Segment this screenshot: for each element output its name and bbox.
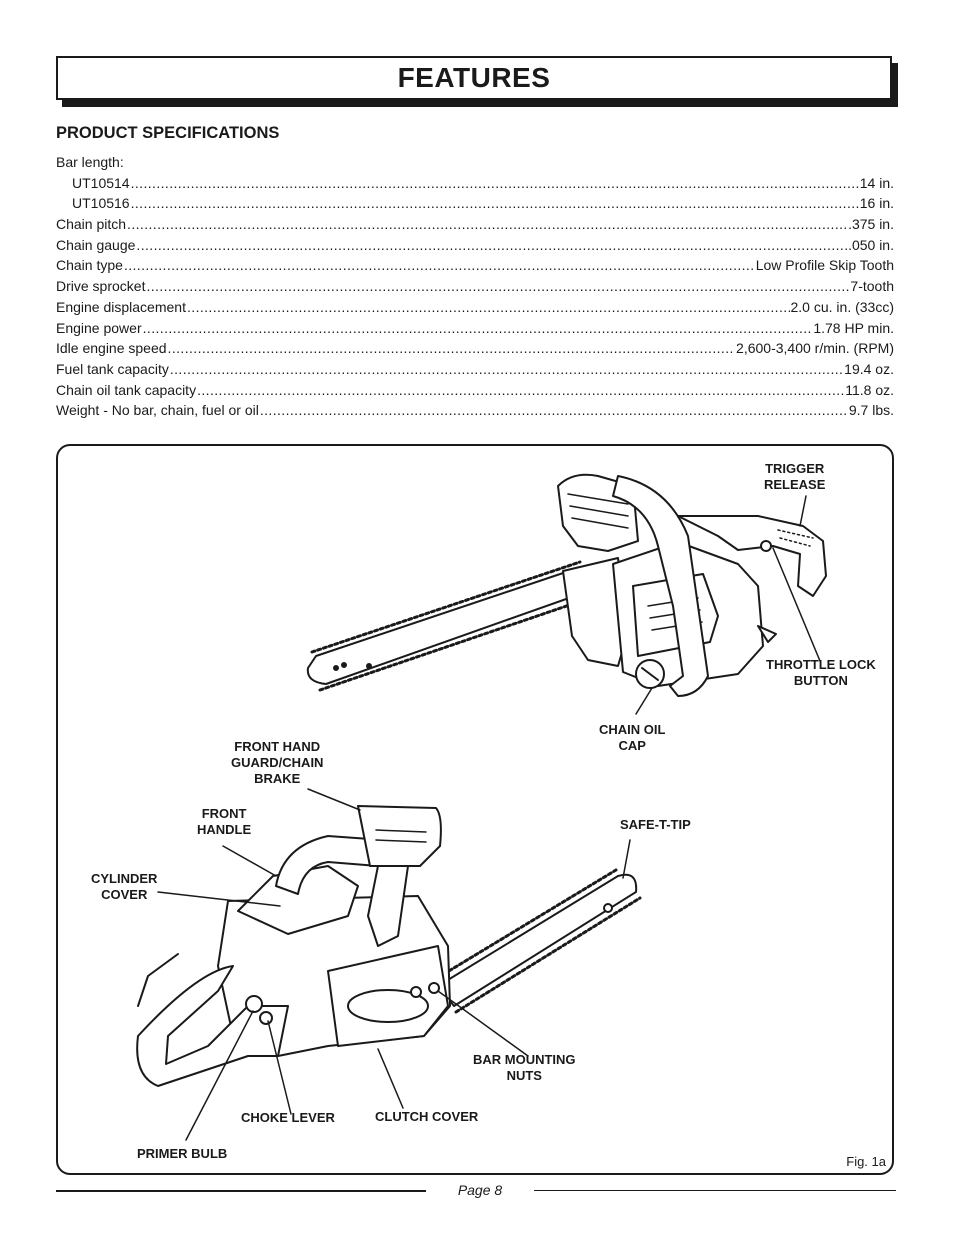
spec-label: Chain pitch — [56, 216, 127, 233]
spec-row: UT10516 16 in. — [56, 195, 894, 216]
footer-rule-left — [56, 1190, 426, 1192]
top-chainsaw-drawing — [306, 473, 827, 697]
callout-primer-bulb: PRIMER BULB — [137, 1146, 228, 1161]
callout-bar-mounting-nuts: BAR MOUNTING NUTS — [473, 1052, 576, 1083]
bottom-chainsaw-drawing — [136, 805, 642, 1087]
dot-leader — [136, 237, 847, 253]
callout-clutch-cover: CLUTCH COVER — [375, 1109, 479, 1124]
spec-value: 9.7 lbs. — [848, 402, 894, 419]
spec-row: Drive sprocket 7-tooth — [56, 278, 894, 299]
spec-value: .050 in. — [848, 236, 894, 253]
page-title: FEATURES — [397, 62, 551, 93]
spec-value: 16 in. — [859, 195, 894, 212]
spec-value: Low Profile Skip Tooth — [755, 257, 894, 274]
footer-rule-right — [534, 1190, 896, 1191]
page-number: Page 8 — [457, 1182, 503, 1198]
specs-list: Bar length: UT10514 14 in. UT10516 16 in. Ch… — [56, 154, 894, 423]
spec-row: UT10514 14 in. — [56, 175, 894, 196]
spec-value: 2,600-3,400 r/min. (RPM) — [736, 340, 894, 357]
callout-safe-t-tip: SAFE-T-TIP — [620, 817, 691, 832]
spec-row: Weight - No bar, chain, fuel or oil 9.7 l… — [56, 402, 894, 423]
spec-label: Chain gauge — [56, 236, 136, 253]
callout-chain-oil-cap: CHAIN OIL CAP — [599, 722, 666, 753]
spec-label: Engine power — [56, 319, 142, 336]
spec-value: 14 in. — [859, 174, 894, 191]
figure-caption: Fig. 1a — [846, 1154, 886, 1169]
dot-leader — [260, 402, 848, 418]
chainsaw-illustration — [136, 473, 827, 1141]
features-figure: TRIGGER RELEASE THROTTLE LOCK BUTTON CHA… — [56, 444, 894, 1175]
dot-leader — [197, 382, 844, 398]
callout-throttle-lock-button: THROTTLE LOCK BUTTON — [766, 657, 876, 688]
spec-value: 11.8 oz. — [845, 381, 894, 398]
spec-label: Drive sprocket — [56, 278, 146, 295]
spec-row: Chain gauge .050 in. — [56, 237, 894, 258]
dot-leader — [168, 340, 736, 356]
spec-label: Engine displacement — [56, 298, 186, 315]
spec-row-bar-length: Bar length: — [56, 154, 894, 175]
spec-label: Fuel tank capacity — [56, 360, 169, 377]
spec-label: UT10514 — [72, 174, 130, 191]
spec-value: 19.4 oz. — [844, 360, 894, 377]
leader-lines — [157, 495, 821, 1141]
spec-value: 1.78 HP min. — [813, 319, 894, 336]
spec-row: Idle engine speed 2,600-3,400 r/min. (RPM… — [56, 340, 894, 361]
callout-trigger-release: TRIGGER RELEASE — [764, 461, 826, 492]
spec-row: Engine power 1.78 HP min. — [56, 320, 894, 341]
callout-cylinder-cover: CYLINDER COVER — [91, 871, 158, 902]
dot-leader — [170, 361, 843, 377]
callout-choke-lever: CHOKE LEVER — [241, 1110, 335, 1125]
specs-heading: PRODUCT SPECIFICATIONS — [56, 124, 280, 142]
spec-row: Engine displacement 2.0 cu. in. (33cc) — [56, 299, 894, 320]
spec-row: Chain type Low Profile Skip Tooth — [56, 257, 894, 278]
dot-leader — [131, 195, 859, 211]
spec-row: Chain pitch .375 in. — [56, 216, 894, 237]
spec-value: 7-tooth — [850, 278, 894, 295]
spec-label: Idle engine speed — [56, 340, 167, 357]
dot-leader — [143, 320, 813, 336]
spec-value: .375 in. — [848, 216, 894, 233]
spec-row: Chain oil tank capacity 11.8 oz. — [56, 382, 894, 403]
callout-front-hand-guard: FRONT HAND GUARD/CHAIN BRAKE — [231, 739, 324, 786]
spec-label: Chain oil tank capacity — [56, 381, 197, 398]
spec-label: UT10516 — [72, 195, 130, 212]
spec-row: Fuel tank capacity 19.4 oz. — [56, 361, 894, 382]
spec-label: Chain type — [56, 257, 123, 274]
callout-front-handle: FRONT HANDLE — [197, 806, 252, 837]
spec-label: Weight - No bar, chain, fuel or oil — [56, 402, 259, 419]
dot-leader — [131, 175, 859, 191]
dot-leader — [124, 257, 755, 273]
title-banner: FEATURES — [56, 56, 892, 100]
dot-leader — [187, 299, 790, 315]
spec-value: 2.0 cu. in. (33cc) — [790, 298, 895, 315]
dot-leader — [127, 216, 847, 232]
dot-leader — [146, 278, 849, 294]
spec-label: Bar length: — [56, 154, 124, 170]
